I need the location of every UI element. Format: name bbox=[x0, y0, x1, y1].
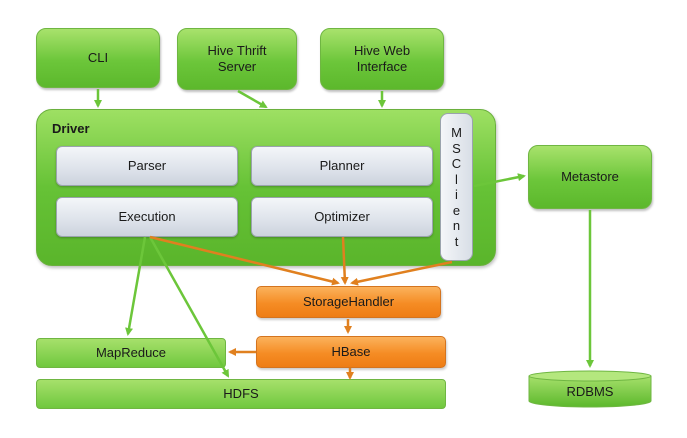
storage-handler-label: StorageHandler bbox=[302, 294, 395, 309]
execution-to-storagehandler-arrow bbox=[149, 235, 340, 286]
msclient-to-metastore-arrow bbox=[473, 173, 526, 188]
msclient-to-storagehandler-arrow bbox=[350, 260, 453, 286]
hive-web-interface-label: Hive Web Interface bbox=[353, 43, 411, 74]
hive-thrift-server-label: Hive Thrift Server bbox=[207, 43, 267, 74]
optimizer-node: Optimizer bbox=[251, 197, 433, 237]
execution-node: Execution bbox=[56, 197, 238, 237]
parser-node: Parser bbox=[56, 146, 238, 186]
ms-client-letter: C bbox=[451, 156, 462, 171]
hdfs-node: HDFS bbox=[36, 379, 446, 409]
hive-web-interface-node: Hive Web Interface bbox=[320, 28, 444, 90]
mapreduce-node: MapReduce bbox=[36, 338, 226, 368]
planner-label: Planner bbox=[319, 158, 365, 173]
ms-client-letter: M bbox=[451, 125, 462, 140]
metastore-label: Metastore bbox=[561, 169, 619, 184]
execution-label: Execution bbox=[118, 209, 176, 224]
ms-client-node: M S C l i e n t bbox=[440, 113, 473, 261]
thrift-to-driver-arrow bbox=[237, 89, 268, 109]
execution-to-hdfs-arrow bbox=[148, 236, 230, 378]
ms-client-letter: t bbox=[454, 233, 459, 249]
ms-client-letter: i bbox=[455, 187, 458, 202]
hive-thrift-server-node: Hive Thrift Server bbox=[177, 28, 297, 90]
hbase-label: HBase bbox=[331, 344, 371, 359]
ms-client-letter: e bbox=[452, 202, 461, 218]
rdbms-cylinder-icon bbox=[528, 370, 652, 408]
driver-container bbox=[36, 109, 496, 266]
ms-client-letter: n bbox=[452, 218, 461, 233]
ms-client-letter: S bbox=[452, 140, 461, 156]
execution-to-mapreduce-arrow bbox=[125, 236, 147, 336]
mapreduce-label: MapReduce bbox=[95, 345, 167, 360]
ms-client-letter: l bbox=[455, 171, 458, 187]
driver-label: Driver bbox=[52, 121, 90, 136]
cli-node: CLI bbox=[36, 28, 160, 88]
metastore-node: Metastore bbox=[528, 145, 652, 209]
parser-label: Parser bbox=[127, 158, 167, 173]
storage-handler-node: StorageHandler bbox=[256, 286, 441, 318]
hbase-node: HBase bbox=[256, 336, 446, 368]
cli-label: CLI bbox=[87, 50, 109, 65]
rdbms-label: RDBMS bbox=[566, 383, 614, 399]
hdfs-label: HDFS bbox=[223, 386, 259, 401]
planner-node: Planner bbox=[251, 146, 433, 186]
optimizer-label: Optimizer bbox=[314, 209, 370, 224]
optimizer-to-storagehandler-arrow bbox=[340, 236, 349, 285]
